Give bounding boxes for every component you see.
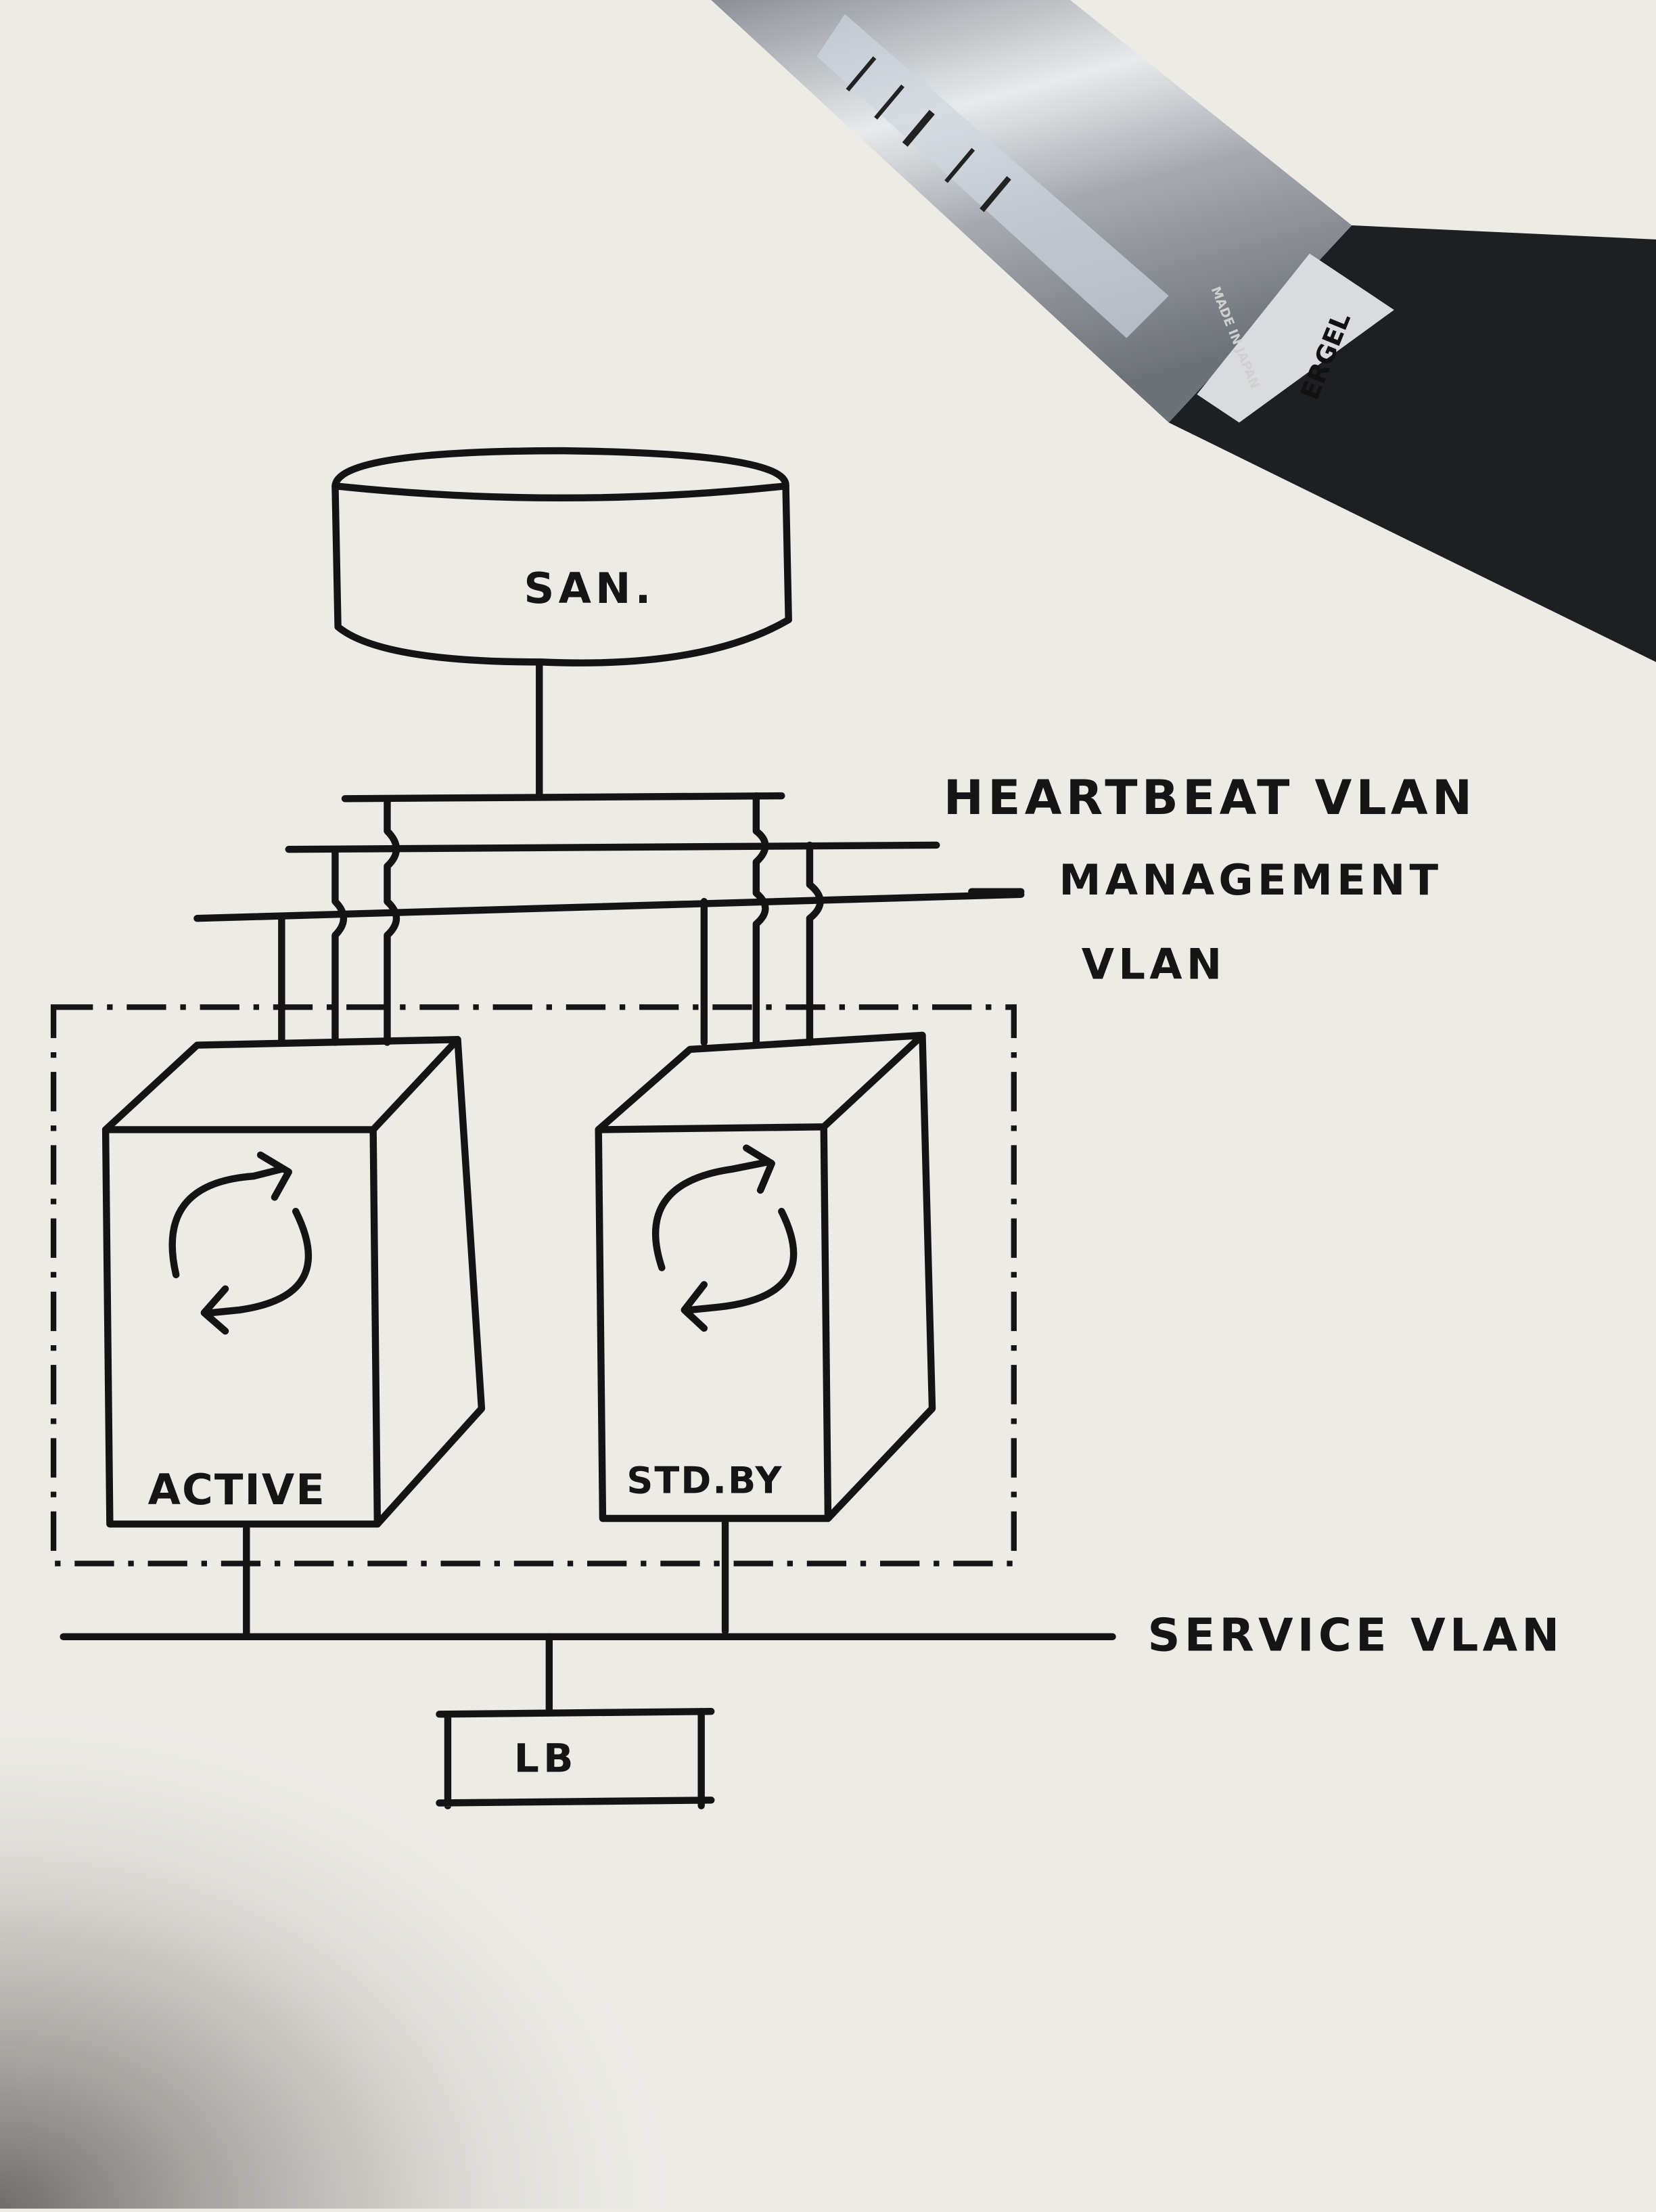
- management-vlan-label-2: VLAN: [1082, 940, 1226, 989]
- third-vlan-line: [193, 890, 1025, 922]
- active-server: ACTIVE: [101, 1036, 486, 1528]
- san-storage: SAN.: [331, 447, 792, 667]
- standby-server: STD.BY: [595, 1031, 936, 1522]
- san-label: SAN.: [524, 564, 655, 613]
- refresh-cycle-icon: [652, 1144, 798, 1332]
- refresh-cycle-icon: [168, 1151, 313, 1335]
- standby-label: STD.BY: [626, 1460, 783, 1502]
- heartbeat-vlan-line: [341, 792, 785, 803]
- shadow-overlay: [0, 1267, 1268, 2209]
- management-vlan-label: MANAGEMENT: [1059, 855, 1442, 905]
- heartbeat-vlan-label: HEARTBEAT VLAN: [944, 769, 1477, 826]
- management-vlan-line: [285, 841, 940, 853]
- service-vlan-label: SERVICE VLAN: [1148, 1609, 1564, 1662]
- server-network-drops: [278, 792, 824, 1046]
- gel-pen: MADE IN JAPAN ERGEL: [711, 0, 1656, 662]
- cluster-boundary: [50, 1004, 1017, 1566]
- load-balancer: LB: [436, 1707, 715, 1809]
- active-label: ACTIVE: [148, 1465, 326, 1514]
- lb-label: LB: [514, 1736, 578, 1782]
